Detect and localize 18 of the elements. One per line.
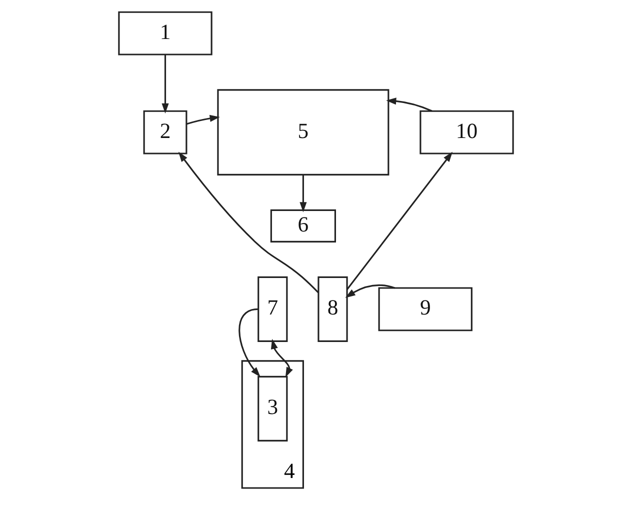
- node-box: 8: [318, 276, 348, 342]
- node-box: 6: [270, 209, 336, 242]
- arrow: [300, 174, 307, 212]
- node-box: 1: [118, 11, 212, 56]
- node-box: 9: [378, 287, 472, 332]
- arrow: [270, 338, 293, 378]
- node-box: 3: [258, 376, 288, 442]
- arrow: [178, 152, 319, 294]
- arrow: [345, 284, 396, 298]
- arrow: [238, 308, 260, 377]
- arrow: [386, 98, 432, 112]
- arrow: [186, 114, 220, 125]
- node-box: 5: [217, 89, 390, 176]
- arrow: [346, 152, 453, 290]
- node-box: 7: [258, 276, 288, 342]
- node-box: 2: [143, 110, 188, 154]
- arrow: [162, 54, 169, 114]
- node-box: 10: [420, 110, 514, 154]
